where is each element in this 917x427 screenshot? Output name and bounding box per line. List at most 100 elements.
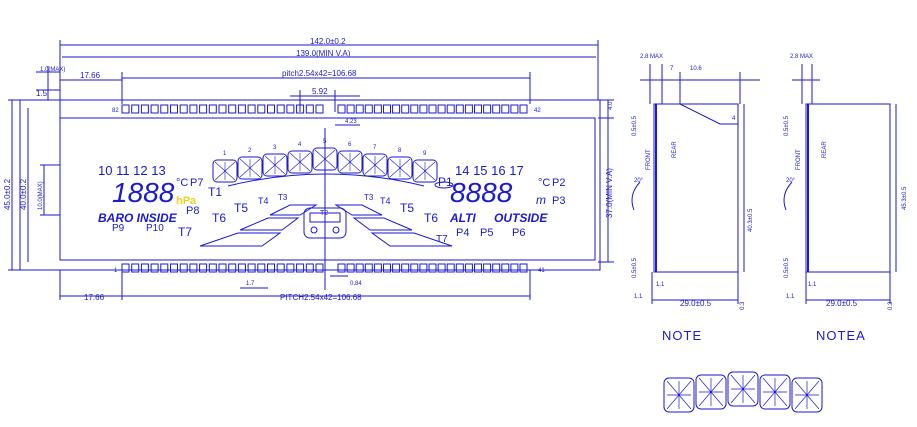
- pin: [337, 104, 346, 114]
- notea-width: 29.0±0.5: [826, 299, 858, 308]
- label-t1: T1: [208, 185, 222, 199]
- lane-right-3: [370, 232, 453, 247]
- label-t3-right: T3: [364, 193, 374, 202]
- pin: [218, 263, 227, 273]
- pin: [131, 263, 140, 273]
- arc-segment: [262, 153, 288, 177]
- pin-label-first: 1: [114, 268, 118, 274]
- right-digits: 8888: [450, 177, 513, 208]
- arc-label: 1: [223, 151, 227, 157]
- pin: [257, 104, 266, 114]
- pin: [492, 104, 501, 114]
- pin: [315, 104, 324, 114]
- label-m: m: [536, 193, 546, 207]
- deg-c-left: °C: [176, 177, 188, 189]
- pin: [237, 263, 246, 273]
- pin: [428, 263, 437, 273]
- pin: [437, 263, 446, 273]
- arc-segment: [362, 153, 388, 177]
- label-baro-inside: BARO INSIDE: [98, 211, 178, 225]
- note-title: NOTE: [662, 328, 702, 343]
- arc-segment-strokes: [339, 152, 361, 172]
- detail-segment: [759, 374, 791, 410]
- dim-gap-bottom-a: 1.7: [246, 281, 255, 287]
- left-digits: 1888: [112, 177, 175, 208]
- pin: [150, 104, 159, 114]
- dim-view-area-width: 139.0(MIN V.A): [296, 49, 351, 58]
- dim-seg-a: 5.92: [312, 87, 328, 96]
- pin: [228, 263, 237, 273]
- pin: [121, 104, 130, 114]
- label-p5: P5: [480, 227, 493, 239]
- notea-bottom-a: 1.1: [808, 282, 817, 288]
- p1-indicator: [434, 181, 454, 189]
- pin: [150, 263, 159, 273]
- note-height: 40.3±0.5: [748, 208, 754, 232]
- pin: [501, 104, 510, 114]
- pin: [296, 104, 305, 114]
- arc-segment: [212, 159, 238, 183]
- dim-pin-offset: 1.5: [36, 89, 48, 98]
- pin: [428, 104, 437, 114]
- pin: [189, 104, 198, 114]
- pin: [247, 104, 256, 114]
- arc-label: 3: [273, 145, 277, 151]
- lane-left-1: [269, 204, 318, 216]
- pin: [247, 263, 256, 273]
- arc-label: 7: [373, 145, 377, 151]
- pin: [267, 263, 275, 273]
- arc-label: 2: [248, 148, 252, 154]
- note-dim-03: 0.3: [740, 301, 746, 310]
- car-icon: [303, 207, 347, 239]
- arc-segment: [412, 159, 438, 183]
- pin-label-top-left: 82: [112, 108, 119, 114]
- note-dim-4: 4: [732, 116, 736, 122]
- notea-max: 2.8 MAX: [790, 54, 813, 60]
- pin-label-last: 41: [538, 268, 545, 274]
- notea-bottom-b: 1.1: [786, 294, 795, 300]
- pin: [170, 263, 178, 273]
- arc-label: 8: [398, 148, 402, 154]
- pin: [483, 104, 492, 114]
- dim-overall-width: 142.0±0.2: [310, 37, 346, 46]
- pin: [286, 104, 295, 114]
- pin-label-top-right: 42: [534, 108, 541, 114]
- pin: [276, 263, 285, 273]
- side-view-notea: [783, 64, 897, 304]
- pin: [199, 104, 208, 114]
- pin: [208, 104, 217, 114]
- arc-segment-strokes: [239, 158, 261, 178]
- pin: [383, 263, 391, 273]
- dim-height-left-a: 45.0±0.2: [3, 178, 12, 210]
- deg-c-right: °C: [538, 177, 550, 189]
- label-p6: P6: [512, 227, 525, 239]
- arc-segment-strokes: [214, 161, 236, 181]
- label-t7-right: T7: [436, 234, 448, 245]
- arc-line: [227, 173, 425, 187]
- arc-label: 6: [348, 142, 352, 148]
- pin: [286, 263, 295, 273]
- arc-segment-strokes: [264, 155, 286, 175]
- notea-angle: 20°: [786, 178, 796, 184]
- notea-dim-03: 0.3: [888, 301, 894, 310]
- arc-label: 4: [298, 142, 302, 148]
- label-t5-right: T5: [400, 201, 414, 215]
- pin: [140, 263, 149, 273]
- detail-segments: [663, 371, 823, 413]
- pin: [257, 263, 266, 273]
- pin: [296, 263, 305, 273]
- detail-segment-strokes: [698, 377, 724, 407]
- pin: [346, 263, 355, 273]
- pin: [510, 263, 519, 273]
- dim-height-right-b: 37.0(MIN V.A): [605, 168, 614, 218]
- note-bottom-offset: 0.5±0.5: [632, 257, 638, 278]
- pin: [519, 104, 528, 114]
- arc-segment: [287, 150, 313, 174]
- pin: [170, 104, 178, 114]
- detail-segment-strokes: [762, 377, 788, 407]
- dim-offset-left-bottom: 17.66: [84, 293, 105, 302]
- pin: [455, 263, 464, 273]
- note-width: 29.0±0.5: [680, 299, 712, 308]
- arc-segment-strokes: [414, 161, 436, 181]
- dim-offset-left-top: 17.66: [80, 71, 101, 80]
